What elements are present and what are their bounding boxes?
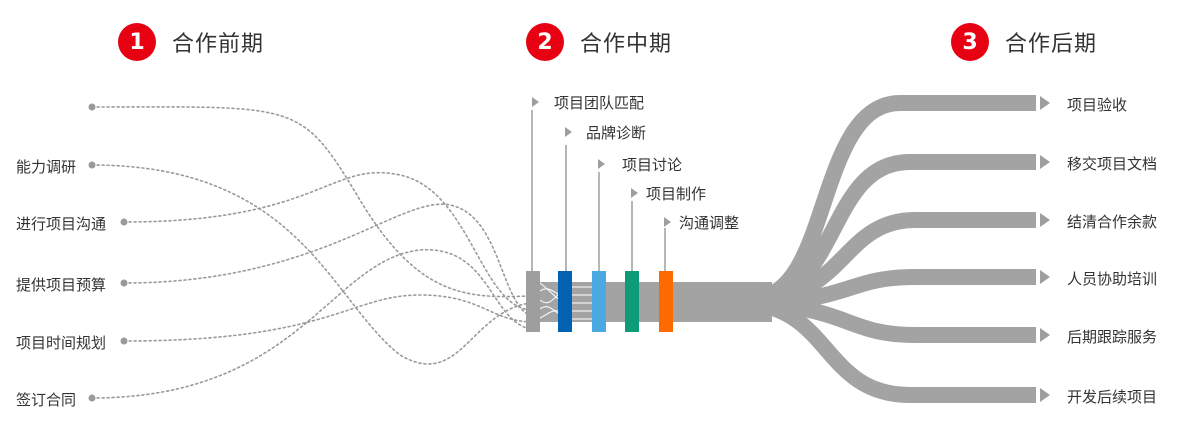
left-item-2: 进行项目沟通 (16, 215, 107, 233)
left-item-3: 提供项目预算 (16, 276, 107, 294)
phase-number-badge: 1 (118, 23, 156, 61)
phase-title: 合作前期 (172, 32, 265, 57)
left-item-5: 签订合同 (16, 391, 77, 409)
phase-header-3: 3 合作后期 (951, 22, 1097, 62)
phase-title: 合作后期 (1005, 32, 1098, 57)
dotted-flow-6 (91, 249, 531, 399)
middle-item-1: 品牌诊断 (586, 124, 647, 142)
dot-marker (88, 103, 96, 111)
phase-header-1: 1 合作前期 (118, 22, 264, 62)
dotted-flow-4 (123, 203, 531, 317)
right-item-0: 项目验收 (1067, 96, 1128, 114)
dotted-flow-3 (123, 171, 531, 311)
dot-marker (120, 337, 128, 345)
left-item-4: 项目时间规划 (16, 334, 107, 352)
arrow-head-icon (1040, 155, 1050, 169)
left-item-1: 能力调研 (16, 158, 77, 176)
dot-marker (120, 218, 128, 226)
fan-branch-6 (762, 298, 1036, 403)
main-flow-band (540, 282, 772, 322)
fan-branch-5 (764, 296, 1036, 343)
middle-item-3: 项目制作 (646, 185, 707, 203)
phase-number-badge: 3 (951, 23, 989, 61)
right-item-2: 结清合作余款 (1067, 213, 1158, 231)
dot-marker (120, 279, 128, 287)
dot-marker (88, 161, 96, 169)
pointer-icon (631, 188, 638, 198)
pointer-icon (532, 97, 539, 107)
phase-header-2: 2 合作中期 (526, 22, 672, 62)
stage-bar-gray (526, 271, 540, 332)
dotted-flow-5 (123, 294, 531, 342)
middle-item-0: 项目团队匹配 (554, 94, 645, 112)
arrow-head-icon (1040, 213, 1050, 227)
arrow-head-icon (1040, 388, 1050, 402)
phase-number-badge: 2 (526, 23, 564, 61)
arrow-head-icon (1040, 96, 1050, 110)
arrow-head-icon (1040, 270, 1050, 284)
pointer-icon (565, 127, 572, 137)
right-item-1: 移交项目文档 (1067, 155, 1158, 173)
right-item-4: 后期跟踪服务 (1067, 328, 1158, 346)
stage-bar-green (625, 271, 639, 332)
right-item-3: 人员协助培训 (1067, 270, 1158, 288)
middle-item-4: 沟通调整 (679, 214, 740, 232)
stage-bar-blue-dark (558, 271, 572, 332)
stage-bar-blue-light (592, 271, 606, 332)
right-item-5: 开发后续项目 (1067, 388, 1158, 406)
arrow-head-icon (1040, 328, 1050, 342)
phase-title: 合作中期 (580, 32, 673, 57)
dotted-flow-1 (91, 106, 531, 298)
pointer-icon (598, 159, 605, 169)
middle-item-2: 项目讨论 (622, 156, 683, 174)
dot-marker (88, 394, 96, 402)
pointer-icon (664, 217, 671, 227)
dotted-flow-2 (91, 164, 531, 365)
stage-bar-orange (659, 271, 673, 332)
